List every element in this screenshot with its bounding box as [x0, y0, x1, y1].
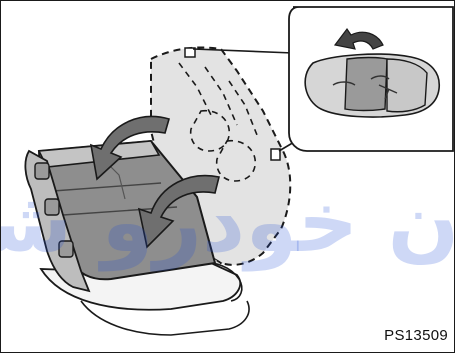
- figure-code: PS13509: [384, 327, 448, 344]
- watermark-text: ایران خودرو شمار: [1, 173, 454, 272]
- detail-callout: [289, 7, 453, 151]
- release-lever: [305, 54, 439, 117]
